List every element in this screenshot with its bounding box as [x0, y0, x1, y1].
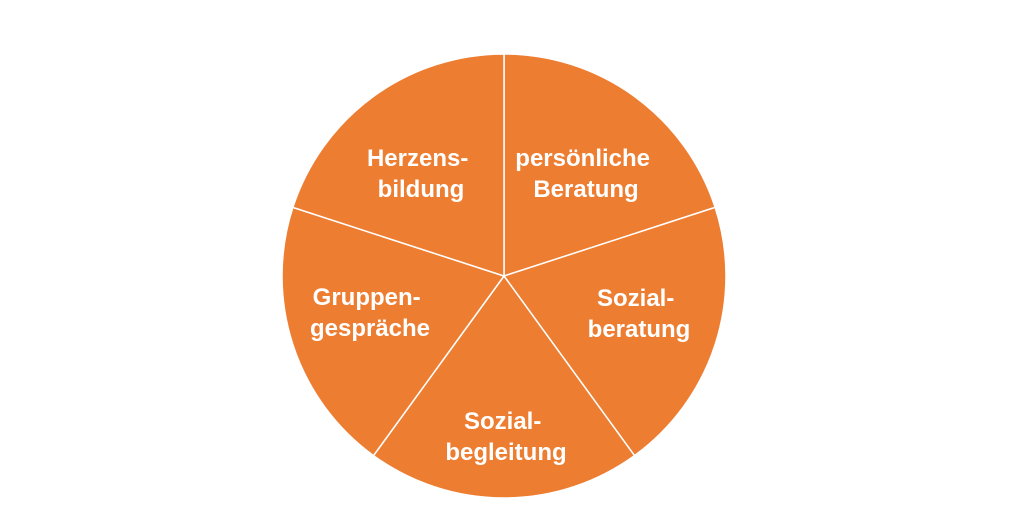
segment-label-line1: Sozial- — [597, 285, 674, 312]
segment-persoenliche-beratung: persönliche Beratung — [503, 53, 716, 277]
segment-label-sozialbegleitung: Sozial- begleitung — [445, 408, 566, 466]
segment-label-line2: Beratung — [533, 176, 638, 203]
segment-label-line1: Sozial- — [464, 408, 541, 435]
segment-sozialbegleitung: Sozial- begleitung — [372, 275, 636, 499]
segment-label-sozialberatung: Sozial- beratung — [588, 285, 691, 343]
segment-label-line2: begleitung — [445, 439, 566, 466]
segment-shape-sozialbegleitung — [372, 275, 636, 499]
segment-label-persoenliche-beratung: persönliche Beratung — [515, 145, 656, 203]
segment-label-line2: gespräche — [310, 315, 430, 342]
segment-herzensbildung: Herzens- bildung — [292, 53, 505, 277]
segment-shape-persoenliche-beratung — [503, 53, 716, 277]
segment-shape-gruppengespraeche — [281, 206, 505, 457]
segment-gruppengespraeche: Gruppen- gespräche — [281, 206, 505, 457]
segment-label-line1: persönliche — [515, 145, 650, 172]
segment-label-line1: Herzens- — [367, 145, 468, 172]
segment-label-line2: beratung — [588, 316, 691, 343]
segment-shape-herzensbildung — [292, 53, 505, 277]
segment-label-gruppengespraeche: Gruppen- gespräche — [310, 284, 430, 342]
segment-label-line2: bildung — [378, 176, 465, 203]
segment-shape-sozialberatung — [503, 206, 727, 457]
segment-sozialberatung: Sozial- beratung — [503, 206, 727, 457]
segment-label-herzensbildung: Herzens- bildung — [367, 145, 475, 203]
segment-label-line1: Gruppen- — [313, 284, 421, 311]
